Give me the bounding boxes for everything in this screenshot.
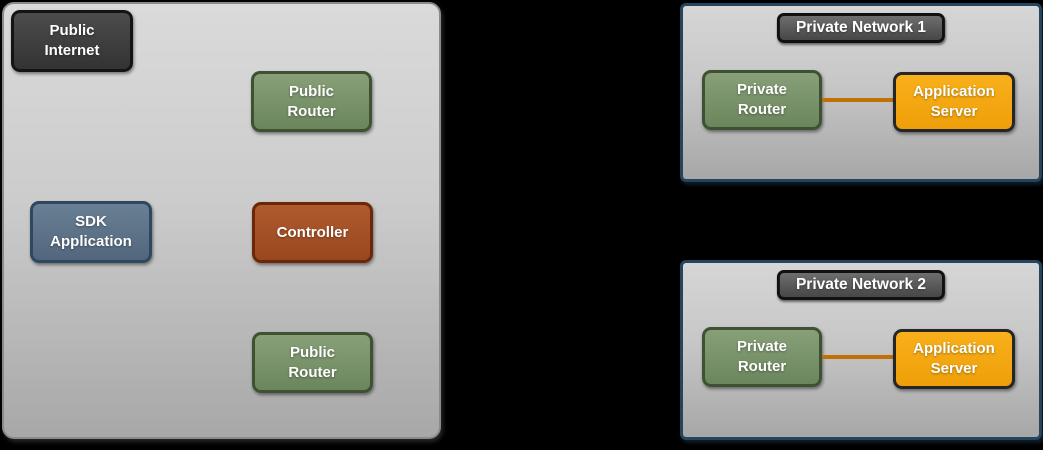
node-label-line: Router [737, 358, 787, 375]
private-network-1-title: Private Network 1 [776, 13, 946, 43]
router-server-connector-line-2 [822, 355, 893, 359]
private-network-1-panel: Private Network 1 Private Router Applica… [680, 3, 1042, 182]
node-label-line: Public [289, 343, 335, 361]
public-internet-zone: Public Internet Public Router SDK Applic… [2, 2, 441, 439]
node-label-line: Private [736, 81, 788, 98]
node-label-line: Private [736, 338, 788, 355]
private-network-2-title: Private Network 2 [776, 270, 946, 300]
node-sdk-application: SDK Application [30, 201, 152, 263]
node-public-router-top: Public Router [251, 71, 372, 132]
node-label-line: Router [287, 102, 336, 120]
node-label-line: Public [49, 22, 95, 39]
node-label-line: Application [50, 233, 132, 250]
node-application-server-1: Application Server [893, 72, 1015, 132]
node-label-line: Server [930, 103, 978, 120]
node-label-line: Controller [276, 223, 349, 241]
node-label-line: Internet [44, 42, 100, 59]
node-label-line: Application [913, 83, 995, 100]
node-public-internet: Public Internet [11, 10, 133, 72]
node-label-line: Public [288, 82, 334, 100]
node-application-server-2: Application Server [893, 329, 1015, 389]
node-label-line: Application [913, 340, 995, 357]
node-private-router-1: Private Router [702, 70, 822, 130]
node-controller: Controller [252, 202, 373, 263]
node-label-line: Server [930, 360, 978, 377]
node-label-line: Router [737, 101, 787, 118]
node-public-router-bottom: Public Router [252, 332, 373, 393]
node-label-line: Router [288, 363, 337, 381]
router-server-connector-line-1 [822, 98, 893, 102]
private-network-2-panel: Private Network 2 Private Router Applica… [680, 260, 1042, 440]
node-private-router-2: Private Router [702, 327, 822, 387]
node-label-line: SDK [75, 213, 107, 230]
